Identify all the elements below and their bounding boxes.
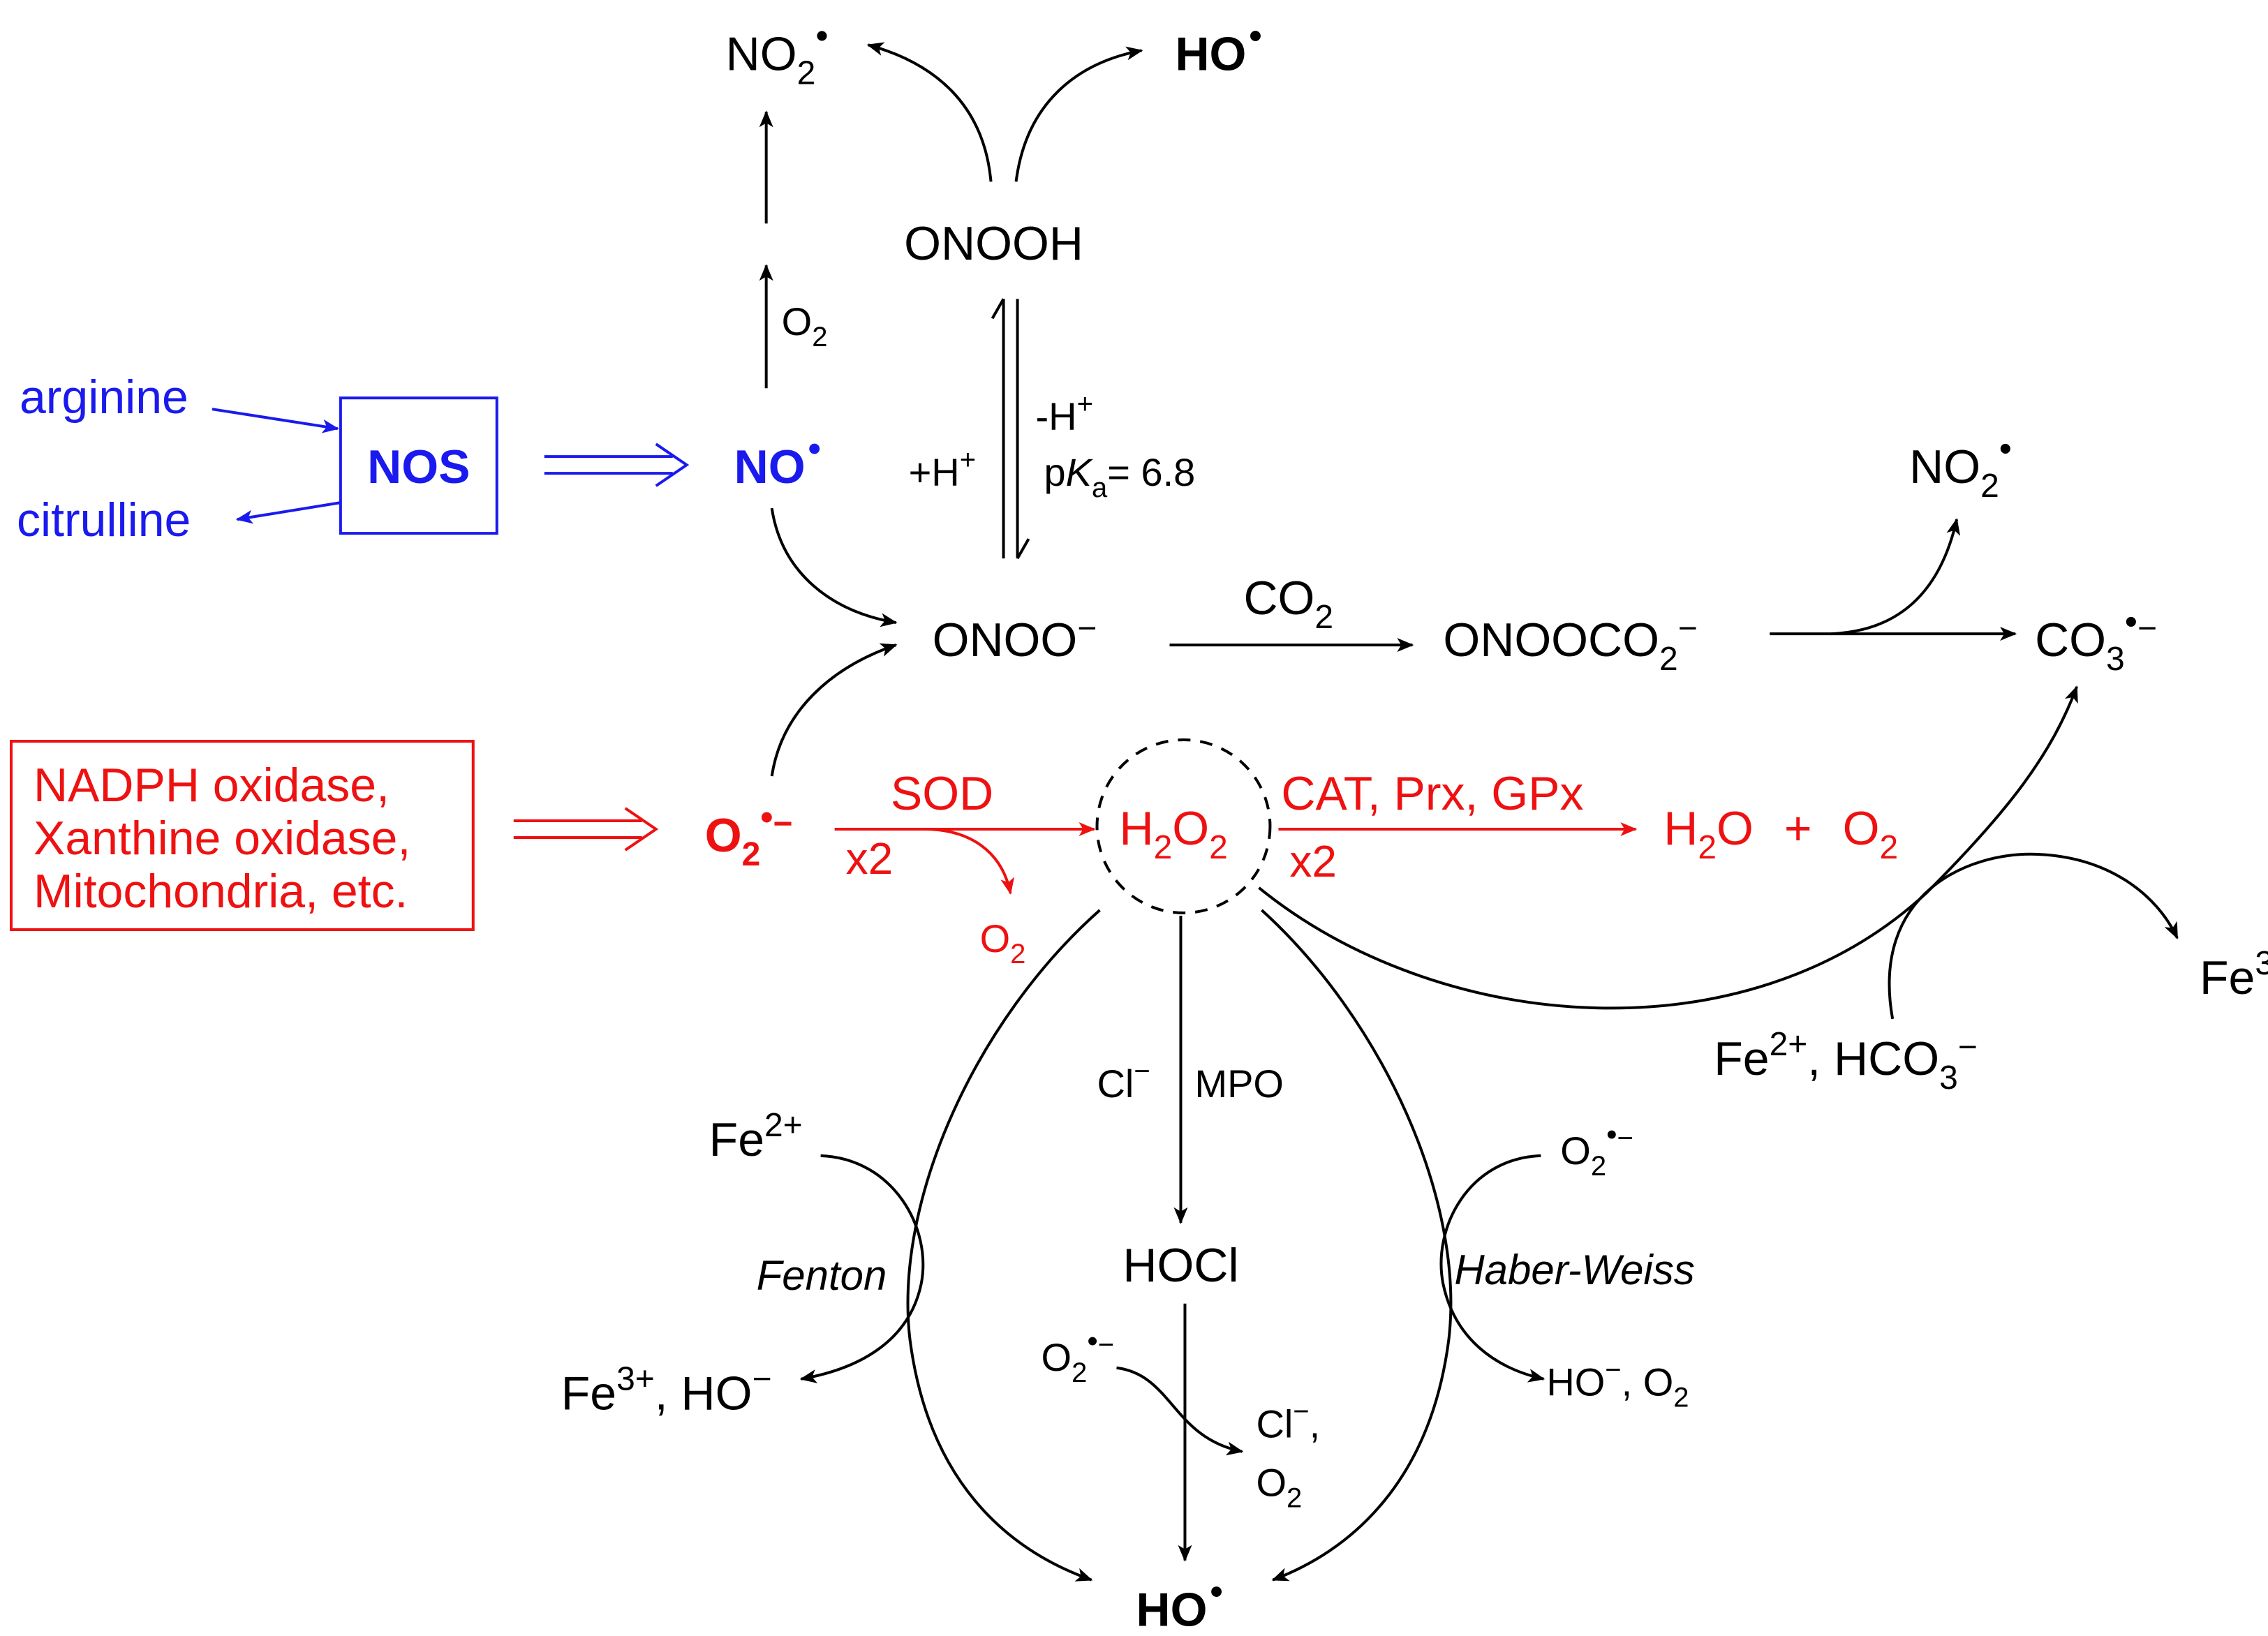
fe3-right-label: Fe3+	[2200, 945, 2268, 1004]
cl-o2-line1-label: Cl−,	[1256, 1397, 1320, 1446]
onooh-label: ONOOH	[904, 217, 1083, 270]
water-oxygen-products-label: H2O+O2	[1663, 802, 1898, 866]
fenton-iron-arrow	[799, 1154, 925, 1383]
superoxide-label: O2•−	[705, 797, 793, 873]
fe2-hco3-label: Fe2+, HCO3−	[1714, 1026, 1978, 1096]
o2-release-arrow	[924, 827, 1015, 895]
hydroxyl-radical-top-label: HO•	[1175, 15, 1261, 80]
no2-top-left-label: NO2•	[726, 15, 829, 91]
hocl-label: HOCl	[1122, 1239, 1238, 1292]
nos-box	[339, 396, 498, 535]
x2-right-label: x2	[1289, 836, 1337, 886]
haber-weiss-main-arrow	[1261, 909, 1453, 1582]
pka-label: pKa= 6.8	[1044, 450, 1196, 503]
fenton-main-arrow	[906, 909, 1101, 1582]
nitrosoperoxycarbonate-label: ONOOCO2−	[1443, 610, 1697, 678]
ros-sources-box	[9, 740, 475, 931]
hydroxide-oxygen-label: HO−, O2	[1546, 1355, 1689, 1413]
haber-weiss-superoxide-arrow	[1439, 1154, 1546, 1383]
fenton-label: Fenton	[757, 1252, 887, 1299]
carbonate-radical-label: CO3•−	[2035, 602, 2157, 678]
arginine-label: arginine	[20, 371, 188, 424]
nitric-oxide-label: NO•	[734, 429, 821, 493]
enzymes-label: CAT, Prx, GPx	[1281, 767, 1583, 820]
superoxide-haber-label: O2•−	[1560, 1117, 1633, 1182]
chloride-reagent-label: Cl−	[1097, 1056, 1150, 1106]
onooh-to-no2-arrow	[866, 42, 993, 182]
hydrogen-peroxide-label: H2O2	[1120, 802, 1228, 866]
nos-label: NOS	[367, 440, 470, 493]
o2-release-label: O2	[980, 916, 1026, 969]
minus-h-label: -H+	[1036, 389, 1093, 438]
h2o2-dashed-circle	[1095, 738, 1272, 914]
peroxynitrite-label: ONOO−	[933, 610, 1097, 667]
protonation-equilibrium-arrows	[991, 298, 1030, 560]
xanthine-oxidase-label: Xanthine oxidase,	[34, 812, 410, 865]
citrulline-label: citrulline	[17, 493, 191, 546]
nadph-oxidase-label: NADPH oxidase,	[34, 759, 390, 812]
onooco2-to-no2-arrow	[1831, 518, 1961, 636]
hydroxyl-radical-bottom-label: HO•	[1136, 1572, 1222, 1636]
superoxide-to-onoo-arrow	[770, 643, 898, 777]
citrulline-arrow	[235, 501, 341, 524]
sources-double-arrow	[513, 807, 659, 852]
sod-label: SOD	[891, 767, 993, 820]
no2-right-label: NO2•	[1909, 429, 2012, 505]
mitochondria-label: Mitochondria, etc.	[34, 865, 408, 918]
cl-o2-line2-label: O2	[1256, 1461, 1302, 1514]
fe3-hydroxide-label: Fe3+, HO−	[561, 1361, 772, 1420]
haber-weiss-label: Haber-Weiss	[1454, 1247, 1694, 1293]
superoxide-center-label: O2•−	[1042, 1324, 1115, 1388]
superoxide-to-cl-o2-arrow	[1116, 1366, 1244, 1456]
fe2-fenton-label: Fe2+	[709, 1107, 803, 1166]
onooh-to-ho-arrow	[1014, 46, 1143, 182]
nos-double-arrow	[544, 443, 690, 487]
x2-left-label: x2	[846, 833, 894, 884]
plus-h-label: +H+	[909, 445, 976, 494]
h2o2-to-co3-arrow	[1258, 685, 2078, 1010]
co2-reagent-label: CO2	[1243, 572, 1333, 636]
arginine-arrow	[212, 408, 339, 433]
o2-reagent-label: O2	[782, 299, 828, 352]
no-to-onoo-arrow	[770, 507, 898, 627]
mpo-label: MPO	[1194, 1062, 1284, 1106]
fe2-to-fe3-arrow	[1888, 852, 2179, 1020]
